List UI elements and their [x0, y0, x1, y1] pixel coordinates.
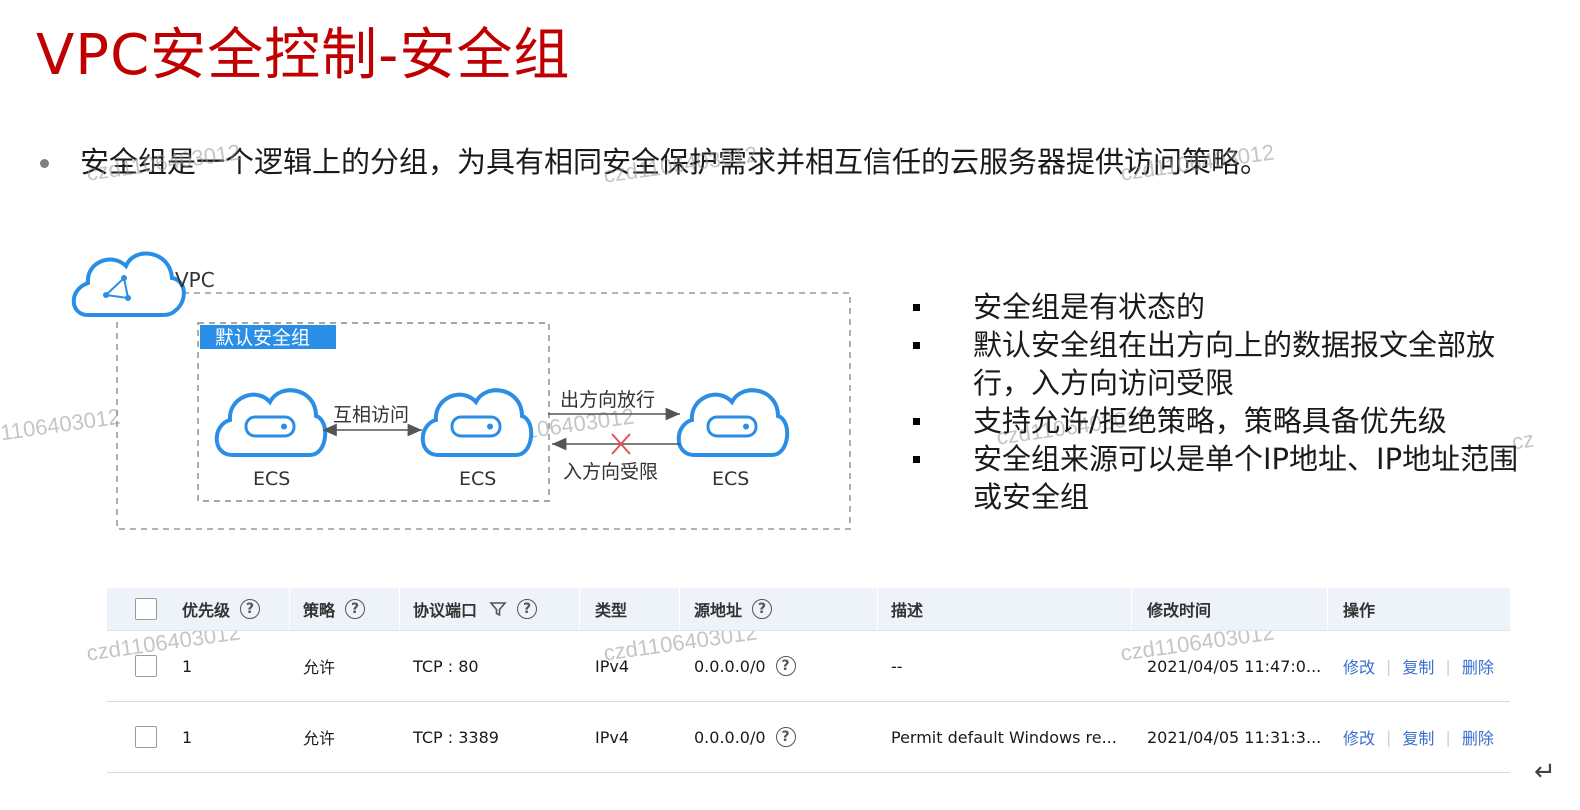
help-icon[interactable]: ?: [517, 599, 538, 619]
help-icon[interactable]: ?: [752, 599, 773, 619]
cell-protocol-port: TCP : 3389: [413, 727, 499, 747]
copy-link[interactable]: 复制: [1402, 729, 1435, 748]
cell-type: IPv4: [595, 727, 630, 747]
cell-source: 0.0.0.0/0: [694, 656, 766, 676]
row-checkbox[interactable]: [135, 655, 157, 677]
header-source: 源地址: [694, 601, 743, 620]
default-group-boundary: [197, 322, 550, 502]
delete-link[interactable]: 删除: [1461, 658, 1494, 677]
header-type: 类型: [595, 601, 628, 620]
cell-source: 0.0.0.0/0: [694, 727, 766, 747]
group-label: 默认安全组: [215, 327, 310, 349]
security-rules-table: 优先级 ? 策略 ? 协议端口 ? 类型 源地址 ? 描述: [107, 588, 1510, 773]
header-priority: 优先级: [182, 601, 231, 620]
table-row: 1 允许 TCP : 80 IPv4 0.0.0.0/0 ? -- 2021/0…: [107, 631, 1510, 702]
cell-policy: 允许: [303, 658, 336, 677]
mutual-access-label: 互相访问: [333, 404, 409, 426]
ecs-cloud-icon: [420, 388, 534, 457]
header-modified-time: 修改时间: [1147, 601, 1212, 620]
vpc-cloud-icon: [71, 251, 186, 317]
ecs-label: ECS: [253, 468, 290, 490]
help-icon[interactable]: ?: [775, 727, 796, 747]
cell-description: --: [891, 656, 903, 676]
cell-type: IPv4: [595, 656, 630, 676]
header-actions: 操作: [1343, 601, 1376, 620]
cell-modified-time: 2021/04/05 11:47:0...: [1147, 656, 1322, 676]
main-bullet-text: 安全组是一个逻辑上的分组，为具有相同安全保护需求并相互信任的云服务器提供访问策略…: [80, 145, 1270, 179]
table-header: 优先级 ? 策略 ? 协议端口 ? 类型 源地址 ? 描述: [107, 588, 1510, 631]
bullet-square: [913, 304, 920, 311]
cell-description: Permit default Windows re...: [891, 727, 1117, 747]
ecs-cloud-icon: [676, 388, 790, 457]
table-row: 1 允许 TCP : 3389 IPv4 0.0.0.0/0 ? Permit …: [107, 702, 1510, 773]
action-divider: |: [1386, 727, 1392, 747]
copy-link[interactable]: 复制: [1402, 658, 1435, 677]
action-divider: |: [1445, 727, 1451, 747]
bullet-square: [913, 418, 920, 425]
feature-item: 支持允许/拒绝策略，策略具备优先级: [905, 402, 1545, 440]
select-all-checkbox[interactable]: [135, 598, 157, 620]
deny-x-icon: [611, 433, 631, 455]
inbound-label: 入方向受限: [563, 461, 658, 483]
vpc-label: VPC: [175, 268, 215, 292]
feature-item: 安全组是有状态的: [905, 288, 1545, 326]
filter-icon[interactable]: [489, 600, 507, 618]
header-protocol-port: 协议端口: [413, 601, 478, 620]
bullet-square: [913, 456, 920, 463]
bullet-square: [913, 342, 920, 349]
return-arrow-icon: ↵: [1534, 757, 1556, 787]
security-group-diagram: VPC 默认安全组 ECS ECS ECS 互相访问: [0, 0, 880, 564]
vpc-boundary: [116, 292, 851, 530]
header-description: 描述: [891, 601, 924, 620]
ecs-label: ECS: [459, 468, 496, 490]
cell-priority: 1: [182, 656, 193, 676]
help-icon[interactable]: ?: [240, 599, 261, 619]
delete-link[interactable]: 删除: [1461, 729, 1494, 748]
action-divider: |: [1386, 656, 1392, 676]
cell-protocol-port: TCP : 80: [413, 656, 479, 676]
slide-title: VPC安全控制-安全组: [36, 23, 571, 88]
row-checkbox[interactable]: [135, 726, 157, 748]
help-icon[interactable]: ?: [345, 599, 366, 619]
cell-priority: 1: [182, 727, 193, 747]
help-icon[interactable]: ?: [775, 656, 796, 676]
modify-link[interactable]: 修改: [1343, 658, 1376, 677]
group-label-bg: [200, 325, 336, 349]
feature-item: 默认安全组在出方向上的数据报文全部放行，入方向访问受限: [905, 326, 1545, 402]
header-policy: 策略: [303, 601, 336, 620]
feature-list: 安全组是有状态的 默认安全组在出方向上的数据报文全部放行，入方向访问受限 支持允…: [905, 288, 1545, 516]
modify-link[interactable]: 修改: [1343, 729, 1376, 748]
outbound-label: 出方向放行: [560, 389, 655, 411]
bullet-dot: [40, 159, 49, 168]
ecs-label: ECS: [712, 468, 749, 490]
ecs-cloud-icon: [214, 388, 328, 457]
feature-item: 安全组来源可以是单个IP地址、IP地址范围或安全组: [905, 440, 1545, 516]
cell-modified-time: 2021/04/05 11:31:3...: [1147, 727, 1322, 747]
cell-policy: 允许: [303, 729, 336, 748]
action-divider: |: [1445, 656, 1451, 676]
